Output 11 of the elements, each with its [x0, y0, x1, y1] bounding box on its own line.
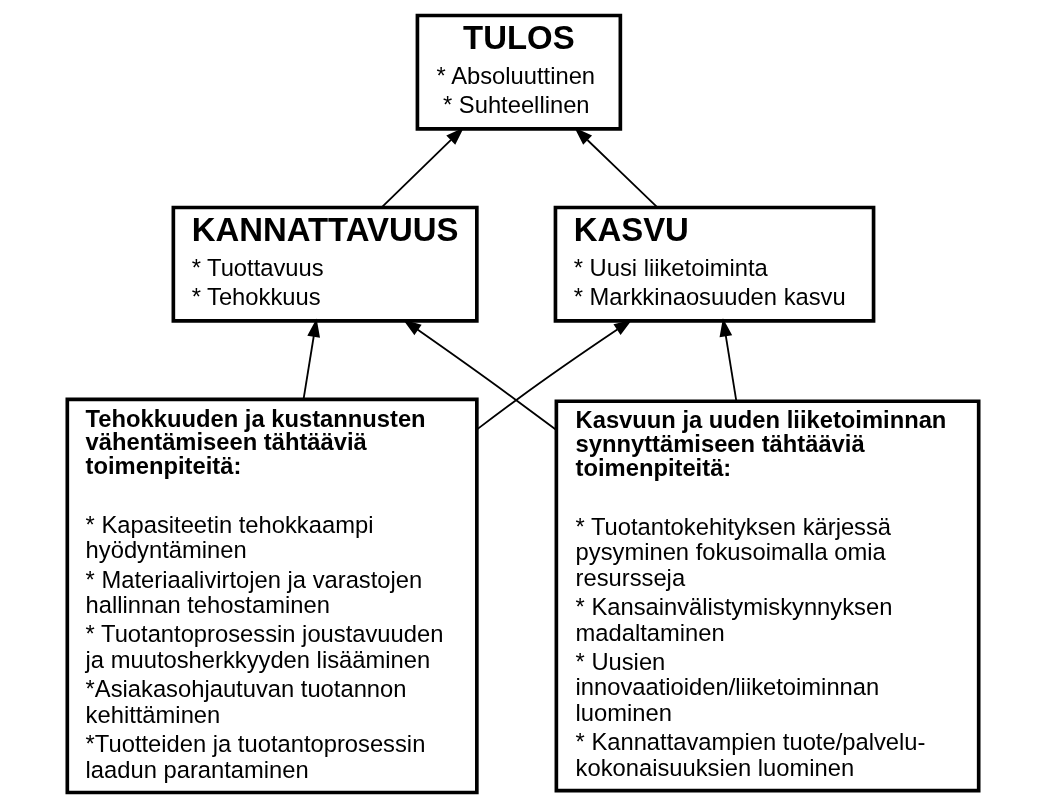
node-box: KASVU * Uusi liiketoiminta * Markkinaosuuden kasvu [553, 205, 875, 323]
arrow [380, 127, 464, 209]
node-box: Tehokkuuden ja kustannusten vähentämiseen tähtääviä toimenpiteitä: * Kapasiteetin tehokkaampi hyödyntäminen * Materiaalivirtojen ja varastojen hallinnan tehostaminen * Tuotantoprosessin joustavuuden ja muutosherkkyyden lisääminen *Asiakasohjautuvan tuotannon kehittäminen *Tuotteiden ja tuotantoprosessin laadun parantaminen [65, 397, 479, 795]
arrow [719, 318, 737, 402]
arrow [475, 319, 632, 431]
arrow [302, 318, 320, 400]
arrow [573, 127, 658, 209]
node-box: KANNATTAVUUS * Tuottavuus * Tehokkuus [171, 205, 479, 323]
node-box: TULOS * Absoluuttinen * Suhteellinen [415, 13, 622, 131]
node-box: Kasvuun ja uuden liiketoiminnan synnyttämiseen tähtääviä toimenpiteitä: * Tuotantokehityksen kärjessä pysyminen fokusoimalla omia resursseja * Kansainvälistymiskynnyksen madaltaminen * Uusien innovaatioiden/liiketoiminnan luominen * Kannattavampien tuote/palvelu-kokonaisuuksien luominen [554, 399, 981, 793]
arrow [402, 319, 557, 431]
